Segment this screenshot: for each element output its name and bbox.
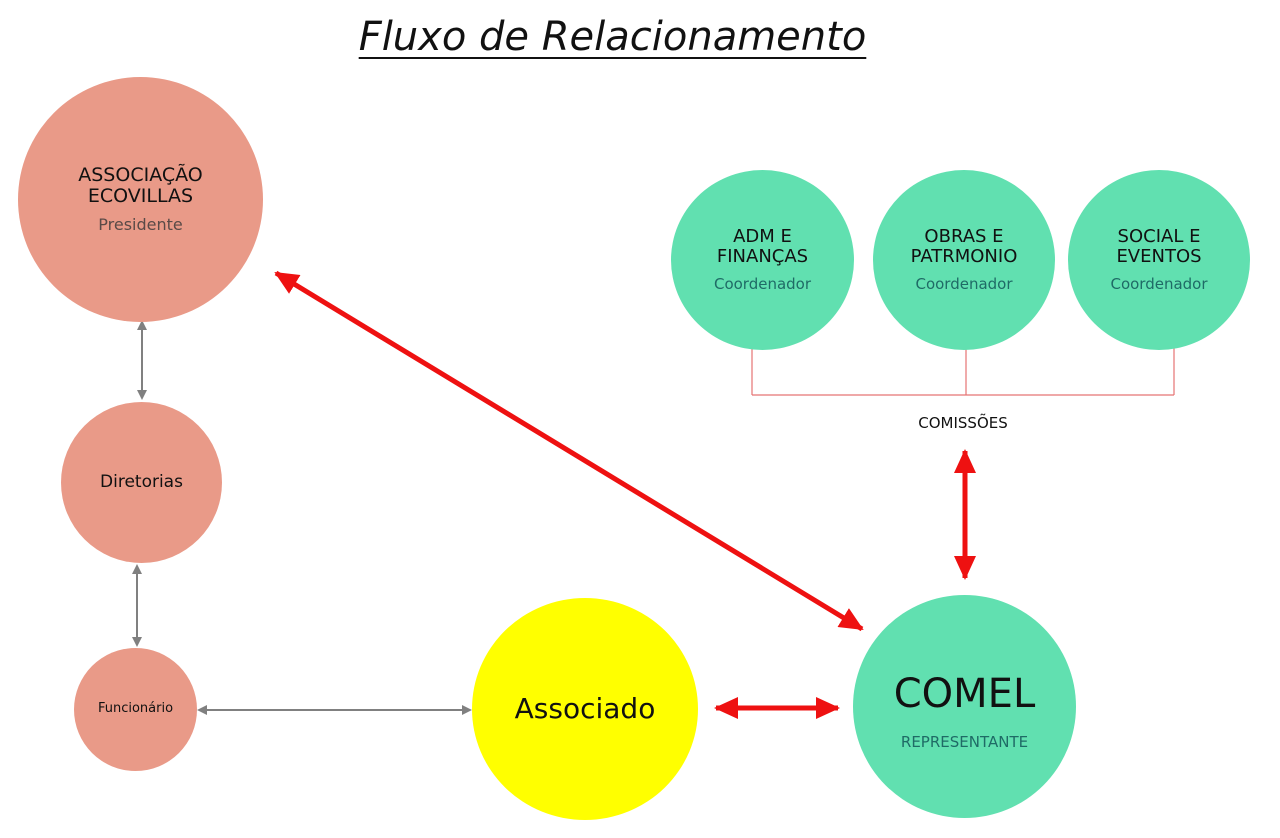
adm-title-line2: FINANÇAS bbox=[716, 246, 809, 267]
diagram-title: Fluxo de Relacionamento bbox=[0, 14, 1225, 60]
node-adm-financas: ADM E FINANÇAS Coordenador bbox=[671, 170, 854, 350]
comel-subtitle: REPRESENTANTE bbox=[900, 732, 1029, 751]
adm-title-line1: ADM E bbox=[733, 225, 792, 247]
associado-title: Associado bbox=[514, 692, 656, 726]
diretorias-title: Diretorias bbox=[100, 471, 183, 492]
adm-subtitle: Coordenador bbox=[713, 275, 812, 294]
obras-title-line2: PATRMONIO bbox=[910, 246, 1018, 267]
funcionario-title: Funcionário bbox=[97, 701, 174, 717]
node-associado: Associado bbox=[472, 598, 698, 820]
obras-subtitle: Coordenador bbox=[915, 275, 1013, 294]
comissoes-label: COMISSÕES bbox=[918, 414, 1008, 432]
social-subtitle: Coordenador bbox=[1110, 275, 1208, 294]
associacao-subtitle: Presidente bbox=[98, 215, 183, 235]
arrow-associacao-comel bbox=[274, 270, 864, 632]
node-diretorias: Diretorias bbox=[61, 402, 222, 563]
obras-title-line1: OBRAS E bbox=[924, 225, 1004, 247]
associacao-title-line1: ASSOCIAÇÃO bbox=[78, 163, 203, 186]
social-title-line2: EVENTOS bbox=[1116, 246, 1202, 267]
node-funcionario: Funcionário bbox=[74, 648, 197, 771]
node-obras-patrimonio: OBRAS E PATRMONIO Coordenador bbox=[873, 170, 1055, 350]
diagram-title-text: Fluxo de Relacionamento bbox=[358, 14, 867, 60]
node-comel: COMEL REPRESENTANTE bbox=[853, 595, 1076, 818]
comissoes-bracket bbox=[751, 348, 1175, 396]
associacao-title-line2: ECOVILLAS bbox=[87, 185, 194, 207]
comel-title: COMEL bbox=[893, 671, 1036, 718]
social-title-line1: SOCIAL E bbox=[1117, 225, 1201, 247]
node-associacao-ecovillas: ASSOCIAÇÃO ECOVILLAS Presidente bbox=[18, 77, 263, 322]
node-social-eventos: SOCIAL E EVENTOS Coordenador bbox=[1068, 170, 1250, 350]
